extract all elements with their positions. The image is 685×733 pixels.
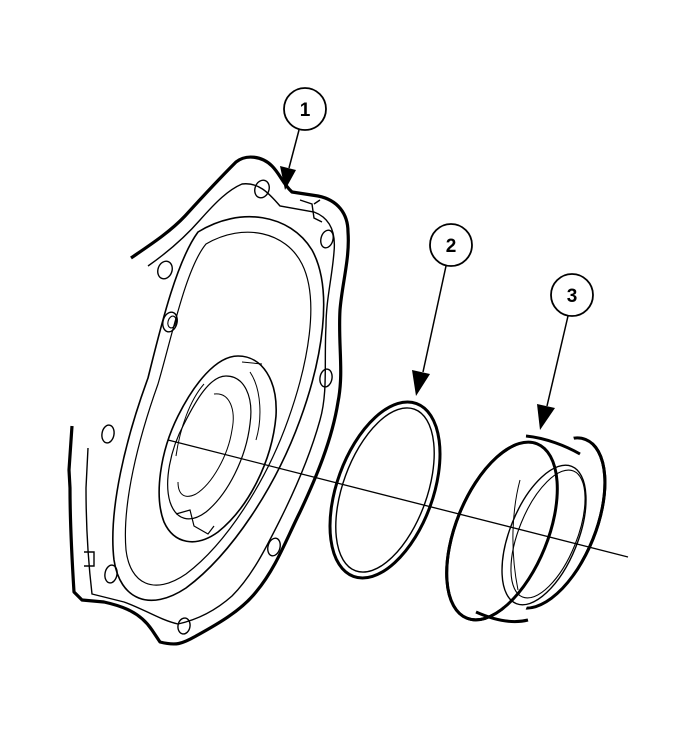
- callout-3-circle: [550, 273, 594, 317]
- callout-1-label: 1: [300, 100, 311, 121]
- seal-part: [445, 432, 607, 624]
- callout-1-circle: [283, 87, 327, 131]
- alignment-axis-line: [167, 439, 629, 558]
- callout-2-arrowhead: [412, 370, 430, 396]
- callout-2: 2: [412, 223, 473, 396]
- bolt-hole-left-mid: [162, 311, 178, 333]
- seal-bore-inner: [510, 469, 586, 599]
- seal-top-edge: [525, 434, 581, 456]
- callout-3-label: 3: [567, 286, 578, 307]
- callout-2-circle: [429, 223, 473, 267]
- bolt-hole-lower-right: [267, 537, 281, 557]
- callout-1: 1: [280, 87, 327, 190]
- seal-bottom-edge: [475, 610, 529, 624]
- housing-part: [67, 155, 350, 646]
- bolt-hole-left-top: [157, 260, 173, 280]
- housing-bore-shadow-line: [241, 361, 263, 441]
- bolt-hole-top: [254, 179, 270, 199]
- callout-3-arrowhead: [537, 404, 555, 430]
- bolt-hole-bottom: [177, 617, 191, 635]
- callout-2-leader: [422, 265, 447, 373]
- seal-bore-outer: [501, 464, 587, 606]
- o-ring-inner: [335, 407, 435, 573]
- housing-bore-tab: [175, 509, 215, 535]
- housing-inner-outline: [85, 183, 336, 625]
- o-ring-outer: [328, 400, 442, 580]
- seal-lip-line: [512, 479, 521, 591]
- callout-1-arrowhead: [280, 166, 296, 190]
- o-ring-part: [328, 400, 442, 580]
- callout-3-leader: [546, 315, 569, 407]
- housing-outer-outline: [67, 155, 350, 646]
- housing-locating-tab: [299, 199, 323, 223]
- bolt-hole-right: [319, 368, 333, 388]
- bolt-hole-inner-mid: [167, 315, 177, 329]
- bolt-hole-left-lower: [101, 424, 115, 444]
- seal-body-fill: [470, 432, 596, 622]
- bolt-hole-bottom-left: [104, 564, 118, 584]
- housing-side-tab: [84, 551, 95, 567]
- callout-3: 3: [537, 273, 594, 430]
- housing-rim-outer: [112, 215, 325, 602]
- housing-rim-inner: [124, 231, 312, 586]
- callout-1-leader: [288, 129, 300, 169]
- bolt-hole-upper-right: [320, 229, 334, 249]
- housing-bore-step: [177, 393, 234, 497]
- callout-2-label: 2: [446, 236, 457, 257]
- housing-bore-step-2: [175, 383, 205, 457]
- housing-bore-inner: [167, 375, 252, 520]
- housing-bore-outer: [158, 355, 277, 543]
